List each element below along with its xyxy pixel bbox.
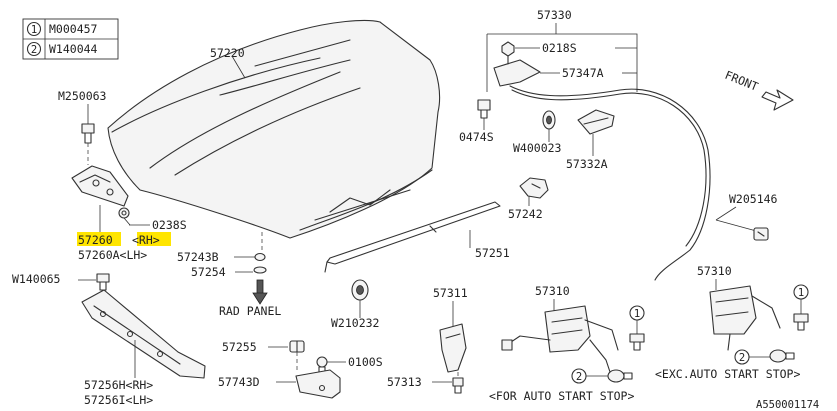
label-57330: 57330 [537, 8, 572, 22]
support-rod-57251-icon [324, 201, 501, 273]
hood-latch-auto-icon [501, 305, 619, 373]
arrow-rad-panel-icon [252, 279, 268, 305]
grommet-W210232-icon [351, 279, 369, 301]
label-57251: 57251 [475, 246, 510, 260]
label-W205146: W205146 [729, 192, 778, 206]
label-front: FRONT [723, 68, 760, 94]
legend-num-2: 2 [31, 44, 37, 56]
clip-57255-icon [289, 340, 305, 353]
bolt-2-a-icon [607, 369, 633, 383]
stopper-57243B-icon [254, 252, 266, 262]
bolt-1-b-icon [793, 313, 809, 331]
label-57311: 57311 [433, 286, 468, 300]
label-57220: 57220 [210, 46, 245, 60]
legend-callout-2-icon [26, 41, 42, 57]
label-57255: 57255 [222, 340, 257, 354]
label-57254: 57254 [191, 265, 226, 279]
label-57347A: 57347A [562, 66, 604, 80]
label-M250063: M250063 [58, 89, 107, 103]
callout-1-b-icon: 1 [793, 284, 809, 300]
label-57260: 57260 [78, 233, 113, 247]
bolt-M250063-icon [81, 123, 95, 144]
front-arrow-icon [761, 89, 794, 111]
callout-1-a: 1 [634, 308, 640, 320]
legend-code-2: W140044 [49, 42, 98, 56]
label-W140065: W140065 [12, 272, 60, 286]
label-0238S: 0238S [152, 218, 187, 232]
label-W210232: W210232 [331, 316, 379, 330]
label-0474S: 0474S [459, 130, 494, 144]
label-57313: 57313 [387, 375, 422, 389]
hood-hinge-57260-icon [71, 165, 129, 207]
callout-2-a: 2 [576, 371, 582, 383]
callout-2-b-icon: 2 [734, 349, 750, 365]
label-W400023: W400023 [513, 141, 562, 155]
nut-0238S-icon [118, 207, 130, 219]
rod-holder-57242-icon [519, 177, 549, 199]
label-57260-rh: <RH> [132, 233, 160, 247]
legend: 1 M000457 2 W140044 [22, 18, 119, 60]
label-57256H: 57256H<RH> [84, 378, 153, 392]
label-0218S: 0218S [542, 41, 577, 55]
clip-0474S-icon [477, 99, 491, 119]
label-exc-auto-start-stop: <EXC.AUTO START STOP> [655, 367, 800, 381]
clip-W205146-icon [753, 227, 769, 241]
nut-0218S-icon [501, 41, 515, 57]
legend-num-1: 1 [31, 24, 37, 36]
legend-callout-1-icon [26, 21, 42, 37]
label-57743D: 57743D [218, 375, 260, 389]
label-0100S: 0100S [348, 355, 383, 369]
highlight-57260 [77, 232, 121, 246]
label-57332A: 57332A [566, 157, 608, 171]
label-57310-a: 57310 [535, 284, 570, 298]
bracket-57256-icon [81, 289, 206, 379]
label-rad-panel: RAD PANEL [219, 304, 281, 318]
hood-latch-exc-auto-icon [709, 285, 781, 351]
label-57243B: 57243B [177, 250, 219, 264]
legend-code-1: M000457 [49, 22, 98, 36]
release-cable-icon [509, 85, 711, 281]
cable-bracket-57347A-icon [493, 55, 541, 87]
label-57260A: 57260A<LH> [78, 248, 147, 262]
bolt-57313-icon [452, 377, 464, 394]
screw-W140065-icon [96, 273, 110, 291]
grommet-W400023-icon [542, 110, 556, 130]
clip-57254-icon [253, 266, 267, 274]
hood-panel-57220 [107, 19, 441, 239]
callout-1-b: 1 [798, 287, 804, 299]
callout-2-a-icon: 2 [571, 368, 587, 384]
label-57310-b: 57310 [697, 264, 732, 278]
bracket-57743D-icon [295, 369, 341, 399]
handle-57332A-icon [577, 109, 615, 135]
label-57256I: 57256I<LH> [84, 393, 153, 407]
bolt-1-a-icon [629, 333, 645, 351]
image-reference-code: A550001174 [756, 399, 819, 411]
label-57242: 57242 [508, 207, 543, 221]
highlight-rh [137, 232, 171, 246]
callout-1-a-icon: 1 [629, 305, 645, 321]
callout-2-b: 2 [739, 352, 745, 364]
label-for-auto-start-stop: <FOR AUTO START STOP> [489, 389, 634, 403]
bolt-2-b-icon [769, 349, 795, 363]
striker-57311-icon [439, 323, 467, 373]
